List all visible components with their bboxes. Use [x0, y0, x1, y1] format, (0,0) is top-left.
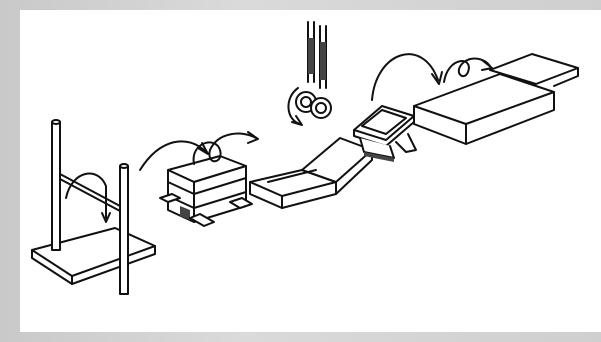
vaulting-box-station: [160, 132, 258, 226]
gymnastic-rings-station: [288, 22, 331, 125]
ring-right: [311, 98, 331, 118]
obstacle-course-illustration: [20, 10, 601, 332]
bar-upright-right: [120, 166, 128, 294]
bar-upright-left: [52, 122, 60, 250]
cross-bar: [60, 174, 120, 211]
flip-arrow-icon: [372, 54, 438, 100]
illustration-canvas: [20, 10, 601, 332]
high-bar-station: [32, 120, 155, 294]
tumbling-mats: [250, 138, 372, 208]
